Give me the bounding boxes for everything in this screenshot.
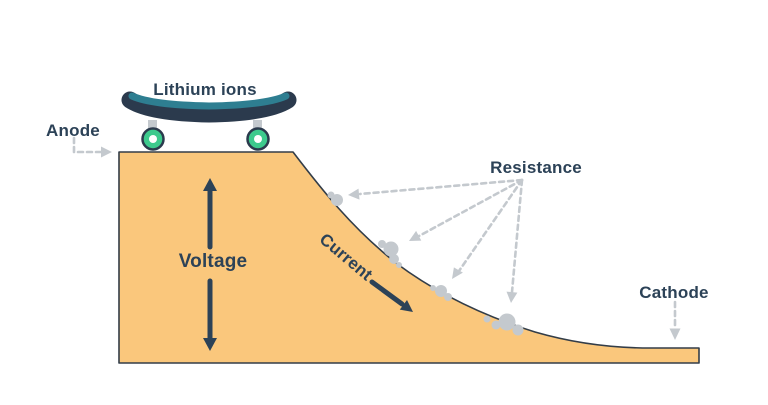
voltage-arrow	[203, 178, 217, 351]
current-arrow	[369, 279, 413, 312]
voltage-label: Voltage	[178, 251, 248, 272]
anode-pointer-arrow	[72, 136, 112, 158]
skateboard-truck-front	[148, 120, 157, 128]
cathode-label: Cathode	[639, 283, 709, 302]
wheel-hub-front	[149, 135, 157, 143]
rock-cluster-3	[430, 285, 452, 301]
cathode-pointer-arrow	[669, 300, 681, 340]
resistance-pointer-arrows	[348, 178, 524, 303]
skateboard-deck	[121, 91, 297, 123]
rock-cluster-1	[327, 191, 343, 206]
skateboard-truck-rear	[253, 120, 262, 128]
rock-cluster-4	[483, 313, 524, 336]
skateboard-deck-grip	[128, 92, 290, 110]
anode-label: Anode	[46, 121, 100, 140]
resistance-label: Resistance	[490, 158, 582, 177]
wheel-hub-rear	[254, 135, 262, 143]
rock-cluster-2	[378, 240, 402, 268]
skateboard-icon	[121, 91, 297, 151]
lithium-ions-label: Lithium ions	[153, 80, 257, 99]
